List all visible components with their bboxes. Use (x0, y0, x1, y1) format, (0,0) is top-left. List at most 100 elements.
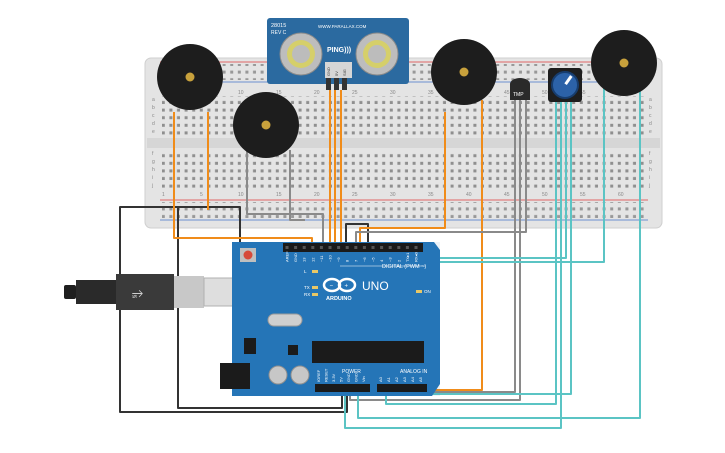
power-pin-label: 5V (339, 377, 344, 382)
transducer-right (355, 32, 399, 76)
row-letter-b: b (152, 105, 155, 111)
svg-text:−: − (330, 284, 334, 290)
col-number-bottom-1: 1 (162, 192, 165, 198)
reset-button[interactable] (240, 248, 256, 262)
row-letter-right-h: h (649, 167, 652, 173)
digital-pin-hole[interactable] (311, 246, 315, 249)
piezo-buzzer-3[interactable] (431, 39, 497, 105)
digital-pin-hole[interactable] (285, 246, 289, 249)
row-letter-right-f: f (649, 151, 651, 157)
row-letter-right-a: a (649, 97, 652, 103)
led-on (416, 290, 422, 293)
piezo-buzzer-2[interactable] (233, 92, 299, 158)
col-number-bottom-20: 20 (314, 192, 320, 198)
col-number-15: 15 (276, 90, 282, 96)
piezo-buzzer-1[interactable] (157, 44, 223, 110)
digital-pin-label: ~9 (336, 257, 341, 262)
analog-pin-label: A1 (386, 376, 391, 382)
digital-pin-label: 8 (345, 259, 350, 262)
led-label-l: L (304, 269, 307, 274)
digital-pin-hole[interactable] (294, 246, 298, 249)
analog-pin-label: A3 (402, 376, 407, 382)
digital-pin-hole[interactable] (345, 246, 349, 249)
led-rx (312, 293, 318, 296)
row-letter-right-j: j (648, 183, 650, 189)
col-number-bottom-50: 50 (542, 192, 548, 198)
sensor-pin-sig: SIG (342, 69, 347, 76)
digital-pin-label: TX▸1 (405, 252, 410, 262)
col-number-bottom-10: 10 (238, 192, 244, 198)
ping-ultrasonic-sensor[interactable]: 28015 REV C WWW.PARALLAX.COM PING))) GND… (267, 18, 409, 90)
col-number-bottom-15: 15 (276, 192, 282, 198)
sensor-url: WWW.PARALLAX.COM (318, 24, 367, 29)
digital-pin-label: GND (293, 253, 298, 262)
col-number-35: 35 (428, 90, 434, 96)
wire-teal-buzzer4 (430, 70, 605, 263)
digital-pin-label: 7 (353, 259, 358, 262)
digital-pin-hole[interactable] (388, 246, 392, 249)
digital-pin-hole[interactable] (362, 246, 366, 249)
digital-pin-label: 13 (302, 257, 307, 262)
row-letter-d: d (152, 121, 155, 127)
digital-pin-hole[interactable] (380, 246, 384, 249)
analog-pin-label: A0 (378, 376, 383, 382)
arduino-logo: − + (322, 277, 357, 293)
power-pin-label: 3.3V (331, 373, 336, 382)
digital-pin-hole[interactable] (414, 246, 418, 249)
digital-pin-label: 12 (310, 257, 315, 262)
digital-pin-hole[interactable] (328, 246, 332, 249)
power-pin-label: GND (354, 373, 359, 382)
power-pin-label: RESET (324, 368, 329, 382)
sensor-revision: REV C (271, 30, 287, 36)
digital-pin-hole[interactable] (371, 246, 375, 249)
potentiometer[interactable] (548, 68, 582, 102)
brand-label: ARDUINO (326, 296, 352, 302)
analog-pin-label: A4 (410, 376, 415, 382)
power-pin-label: Vin (361, 376, 366, 382)
digital-pin-hole[interactable] (337, 246, 341, 249)
temp-sensor-label: TMP (513, 92, 524, 98)
usb-icon: ⭈ (132, 284, 143, 300)
sensor-pin-gnd: GND (326, 67, 331, 76)
sensor-model: 28015 (271, 23, 286, 29)
row-letter-j: j (151, 183, 153, 189)
digital-pin-hole[interactable] (397, 246, 401, 249)
wire-gray-tmp3 (355, 100, 527, 243)
led-label-tx: TX (304, 285, 310, 290)
row-letter-h: h (152, 167, 155, 173)
temperature-sensor[interactable]: TMP (510, 78, 530, 100)
col-number-bottom-35: 35 (428, 192, 434, 198)
row-letter-g: g (152, 159, 155, 165)
sensor-pin-5v: 5V (334, 71, 339, 76)
svg-text:+: + (345, 284, 349, 290)
row-letter-a: a (152, 97, 155, 103)
power-pin-label: GND (346, 373, 351, 382)
col-number-bottom-25: 25 (352, 192, 358, 198)
digital-pin-hole[interactable] (302, 246, 306, 249)
digital-pin-hole[interactable] (319, 246, 323, 249)
on-label: ON (424, 289, 431, 294)
col-number-30: 30 (390, 90, 396, 96)
col-number-bottom-30: 30 (390, 192, 396, 198)
row-letter-right-b: b (649, 105, 652, 111)
digital-pin-hole[interactable] (405, 246, 409, 249)
row-letter-f: f (152, 151, 154, 157)
led-l (312, 270, 318, 273)
piezo-buzzer-4[interactable] (591, 30, 657, 96)
digital-pin-hole[interactable] (354, 246, 358, 249)
wire-orange-buzzer1 (173, 112, 313, 243)
digital-pin-label: AREF (285, 251, 290, 262)
digital-pin-label: ~3 (388, 257, 393, 262)
digital-pin-label: 2 (396, 259, 401, 262)
analog-pin-label: A2 (394, 376, 399, 382)
col-number-25: 25 (352, 90, 358, 96)
